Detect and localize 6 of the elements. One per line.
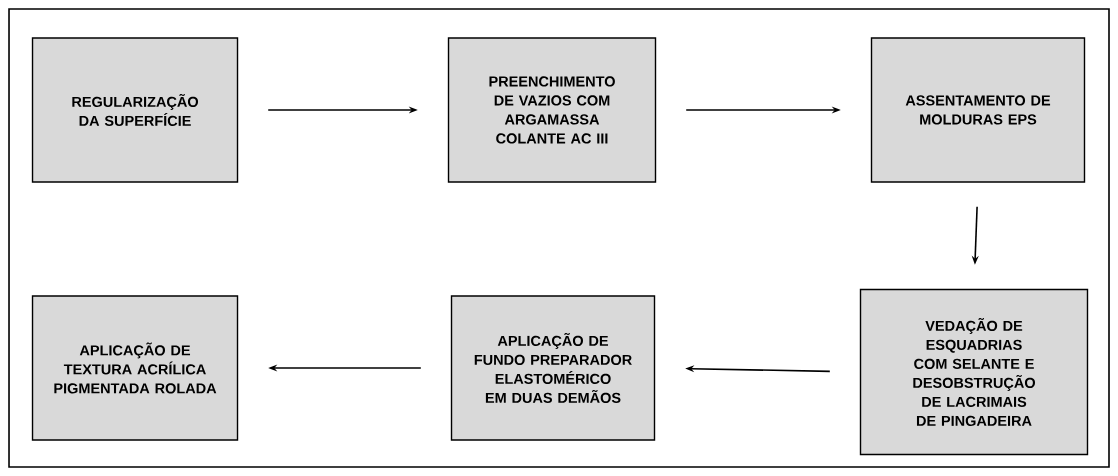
process-box: ASSENTAMENTO DE MOLDURAS EPS [870, 37, 1086, 183]
process-box: PREENCHIMENTO DE VAZIOS COM ARGAMASSA COLANTE AC III [447, 37, 657, 183]
process-box: APLICAÇÃO DE FUNDO PREPARADOR ELASTOMÉRICO EM DUAS DEMÃOS [450, 295, 656, 441]
process-box: VEDAÇÃO DE ESQUADRIAS COM SELANTE E DESOBSTRUÇÃO DE LACRIMAIS DE PINGADEIRA [859, 288, 1089, 456]
process-box: APLICAÇÃO DE TEXTURA ACRÍLICA PIGMENTADA ROLADA [31, 295, 239, 441]
process-box: REGULARIZAÇÃO DA SUPERFÍCIE [31, 37, 239, 183]
